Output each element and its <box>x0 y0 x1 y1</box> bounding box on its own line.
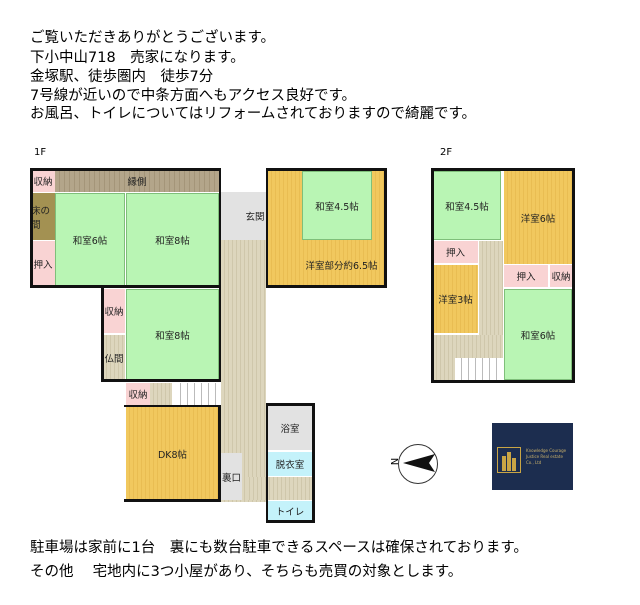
building-logo-icon <box>497 447 521 473</box>
passage <box>150 383 172 405</box>
compass <box>398 444 438 484</box>
room-toilet: トイレ <box>268 501 312 521</box>
room-washitsu-8: 和室8帖 <box>126 193 219 286</box>
wall <box>30 168 221 288</box>
room-butsuma: 仏間 <box>103 335 125 380</box>
room-engawa: 縁側 <box>55 170 219 192</box>
wall <box>431 168 575 383</box>
wall <box>266 403 315 523</box>
stairs <box>174 383 219 405</box>
room-dressing: 脱衣室 <box>268 452 312 476</box>
corridor <box>246 477 312 500</box>
compass-arrow-icon <box>403 454 435 472</box>
room-oshiire: 押入 <box>433 241 478 263</box>
header-line: 7号線が近いので中条方面へもアクセス良好です。 <box>30 88 357 104</box>
stairs <box>455 358 503 380</box>
floor-label: 1F <box>34 147 47 158</box>
room-oshiire: 押入 <box>31 241 55 286</box>
wall <box>266 168 387 288</box>
room-storage: 収納 <box>31 170 55 192</box>
room-dk: DK8帖 <box>126 407 219 500</box>
room-uraguchi: 裏口 <box>221 453 242 500</box>
room-tokonoma: 床の間 <box>31 193 55 240</box>
header-line: お風呂、トイレについてはリフォームされておりますので綺麗です。 <box>30 106 477 122</box>
footer-line: 駐車場は家前に1台 裏にも数台駐車できるスペースは確保されております。 <box>30 540 528 556</box>
wall <box>101 287 221 382</box>
logo-text: Knowledge Courage Justice Real estate Co… <box>526 448 567 465</box>
room-storage: 収納 <box>126 383 150 405</box>
room-washitsu-6: 和室6帖 <box>55 193 125 286</box>
wall <box>124 405 221 502</box>
floor-label: 2F <box>440 147 453 158</box>
footer-line: その他 宅地内に3つ小屋があり、そちらも売買の対象とします。 <box>30 564 463 580</box>
compass-label: N <box>388 457 400 466</box>
room-washitsu-6: 和室6帖 <box>504 289 572 380</box>
room-washitsu-4-5: 和室4.5帖 <box>302 171 372 240</box>
room-storage: 収納 <box>103 289 125 333</box>
company-logo: Knowledge Courage Justice Real estate Co… <box>492 423 573 490</box>
room-yoshitsu-3: 洋室3帖 <box>433 265 478 333</box>
room-oshiire: 押入 <box>504 265 548 287</box>
room-washitsu-8-lower: 和室8帖 <box>126 289 219 380</box>
room-bath: 浴室 <box>268 405 312 450</box>
header-line: 下小中山718 売家になります。 <box>30 50 245 66</box>
header-line: ご覧いただきありがとうございます。 <box>30 30 276 46</box>
room-storage: 収納 <box>550 265 572 287</box>
room-yoshitsu-6: 洋室6帖 <box>504 171 572 264</box>
header-line: 金塚駅、徒歩圏内 徒歩7分 <box>30 69 214 85</box>
